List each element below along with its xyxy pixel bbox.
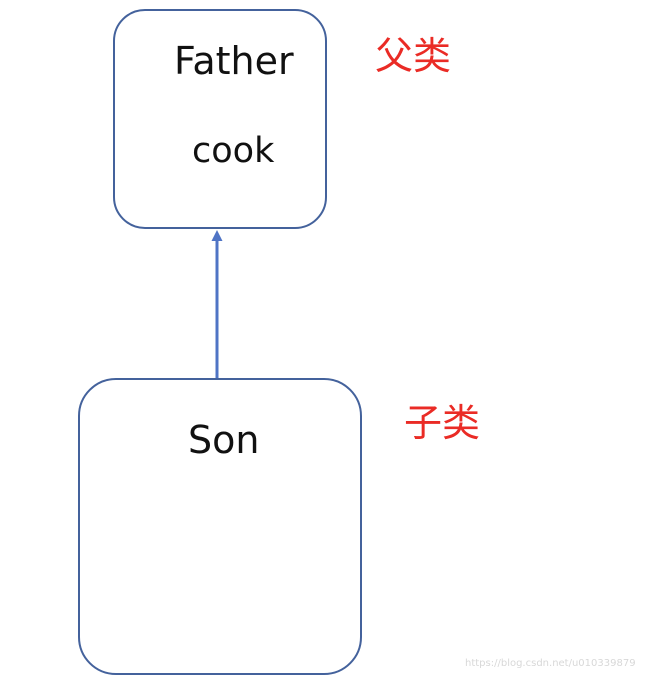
son-class-title: Son: [188, 418, 260, 462]
father-class-label: 父类: [375, 34, 452, 78]
watermark-url: https://blog.csdn.net/u010339879: [465, 658, 636, 669]
inheritance-arrow-head: [211, 230, 223, 241]
son-class-box: [78, 378, 362, 675]
father-method-cook: cook: [192, 131, 275, 171]
son-class-label: 子类: [404, 401, 481, 445]
father-class-title: Father: [174, 39, 294, 83]
father-class-box: [113, 9, 327, 229]
